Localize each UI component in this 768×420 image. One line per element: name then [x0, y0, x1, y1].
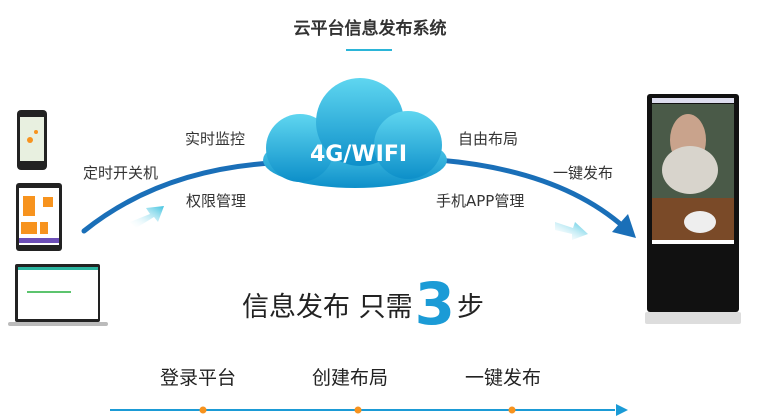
feature-label: 定时开关机	[83, 164, 159, 182]
cloud-label: 4G/WIFI	[310, 142, 408, 167]
slogan: 信息发布 只需3步	[242, 270, 484, 338]
kiosk-display-image	[645, 94, 741, 324]
feature-label: 手机APP管理	[436, 192, 525, 210]
laptop-image	[8, 264, 108, 326]
right-curve	[437, 157, 627, 230]
timeline-dot	[354, 406, 362, 414]
feature-label: 实时监控	[185, 130, 246, 148]
step-label: 一键发布	[465, 367, 542, 389]
timeline-dot	[199, 406, 207, 414]
title-underline	[346, 49, 392, 51]
feature-label: 权限管理	[186, 192, 247, 210]
step-label: 创建布局	[312, 367, 389, 389]
left-small-arrow	[130, 206, 164, 228]
tablet-image	[16, 183, 62, 251]
timeline-dot	[508, 406, 516, 414]
right-small-arrow	[555, 222, 588, 240]
phone-image	[17, 110, 47, 170]
right-arrowhead	[612, 214, 636, 238]
page-title: 云平台信息发布系统	[293, 19, 447, 39]
feature-label: 一键发布	[553, 164, 614, 182]
slogan-pre: 信息发布 只需	[242, 292, 413, 323]
cloud-icon	[263, 78, 447, 188]
slogan-number: 3	[414, 270, 455, 338]
step-label: 登录平台	[160, 367, 237, 389]
feature-label: 自由布局	[458, 130, 519, 148]
timeline-arrowhead	[616, 404, 628, 416]
slogan-post: 步	[456, 292, 484, 323]
left-curve	[81, 160, 275, 234]
